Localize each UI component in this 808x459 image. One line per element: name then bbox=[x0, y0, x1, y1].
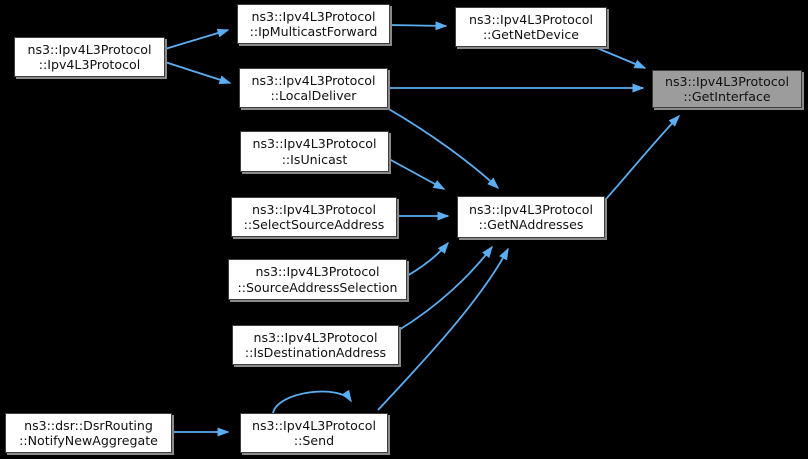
node-label-line2: ::SelectSourceAddress bbox=[243, 217, 385, 232]
edge-send-getnaddresses bbox=[377, 247, 509, 411]
node-label-line2: ::NotifyNewAggregate bbox=[19, 433, 158, 448]
node-send[interactable]: ns3::Ipv4L3Protocol ::Send bbox=[240, 413, 388, 453]
edge-ctor-localdeliver bbox=[164, 61, 232, 85]
node-selectsourceaddress[interactable]: ns3::Ipv4L3Protocol ::SelectSourceAddres… bbox=[231, 197, 397, 237]
node-label-line1: ns3::dsr::DsrRouting bbox=[24, 417, 153, 433]
edge-getnaddresses-getinterface bbox=[605, 114, 681, 200]
edge-sourceaddressselection-getnaddresses bbox=[406, 241, 449, 277]
node-isdestinationaddress[interactable]: ns3::Ipv4L3Protocol ::IsDestinationAddre… bbox=[232, 325, 399, 365]
node-getinterface-current: ns3::Ipv4L3Protocol ::GetInterface bbox=[652, 70, 802, 108]
edge-getnetdevice-getinterface bbox=[596, 47, 647, 69]
node-label-line2: ::GetNAddresses bbox=[478, 217, 584, 232]
node-label-line1: ns3::Ipv4L3Protocol bbox=[469, 11, 593, 27]
node-label-line1: ns3::Ipv4L3Protocol bbox=[252, 417, 376, 433]
node-label-line1: ns3::Ipv4L3Protocol bbox=[251, 72, 376, 88]
node-label-line2: ::GetNetDevice bbox=[482, 27, 580, 42]
node-label-line1: ns3::Ipv4L3Protocol bbox=[27, 41, 152, 57]
node-label-line1: ns3::Ipv4L3Protocol bbox=[469, 201, 593, 217]
edge-send-send-selfloop bbox=[272, 389, 352, 414]
node-label-line2: ::IsDestinationAddress bbox=[244, 345, 387, 360]
node-ipv4l3protocol-ctor[interactable]: ns3::Ipv4L3Protocol ::Ipv4L3Protocol bbox=[14, 37, 165, 77]
node-label-line2: ::Ipv4L3Protocol bbox=[38, 57, 141, 72]
node-ipmulticastforward[interactable]: ns3::Ipv4L3Protocol ::IpMulticastForward bbox=[237, 4, 390, 44]
node-notifynewaggregate[interactable]: ns3::dsr::DsrRouting ::NotifyNewAggregat… bbox=[5, 413, 172, 453]
node-getnetdevice[interactable]: ns3::Ipv4L3Protocol ::GetNetDevice bbox=[455, 7, 607, 47]
edge-ctor-ipmulticastforward bbox=[164, 28, 230, 50]
node-label-line1: ns3::Ipv4L3Protocol bbox=[252, 201, 376, 217]
edge-isunicast-getnaddresses bbox=[388, 158, 446, 190]
node-label-line2: ::IpMulticastForward bbox=[249, 24, 378, 39]
node-sourceaddressselection[interactable]: ns3::Ipv4L3Protocol ::SourceAddressSelec… bbox=[228, 259, 407, 300]
node-label-line2: ::SourceAddressSelection bbox=[237, 279, 398, 295]
node-label-line1: ns3::Ipv4L3Protocol bbox=[251, 8, 376, 24]
edge-ipmulticastforward-getnetdevice bbox=[389, 21, 448, 31]
node-localdeliver[interactable]: ns3::Ipv4L3Protocol ::LocalDeliver bbox=[239, 68, 388, 108]
node-label-line1: ns3::Ipv4L3Protocol bbox=[255, 264, 380, 279]
node-label-line2: ::LocalDeliver bbox=[270, 88, 357, 103]
edge-isdestinationaddress-getnaddresses bbox=[398, 245, 493, 331]
node-label-line2: ::GetInterface bbox=[683, 89, 771, 104]
node-getnaddresses[interactable]: ns3::Ipv4L3Protocol ::GetNAddresses bbox=[457, 196, 605, 238]
node-label-line1: ns3::Ipv4L3Protocol bbox=[252, 136, 377, 151]
node-isunicast[interactable]: ns3::Ipv4L3Protocol ::IsUnicast bbox=[240, 131, 389, 172]
edge-localdeliver-getnaddresses bbox=[386, 107, 500, 190]
node-label-line1: ns3::Ipv4L3Protocol bbox=[253, 329, 378, 345]
node-label-line1: ns3::Ipv4L3Protocol bbox=[665, 73, 789, 89]
node-label-line2: ::IsUnicast bbox=[281, 151, 348, 167]
node-label-line2: ::Send bbox=[293, 433, 335, 448]
